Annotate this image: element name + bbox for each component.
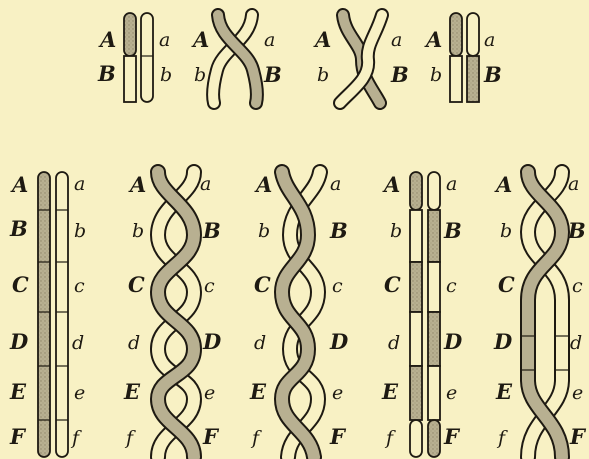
label-b: b <box>317 64 329 86</box>
label-left-6: f <box>124 427 136 449</box>
long-straight: A B C D E F a b c d e f <box>9 172 86 457</box>
label-right-5: e <box>74 382 85 404</box>
label-right-6: f <box>70 427 82 449</box>
bottom-row: A B C D E F a b c d e f <box>9 172 587 457</box>
label-left-6: F <box>9 424 27 449</box>
label-right-1: a <box>200 173 211 195</box>
label-b: b <box>160 64 172 86</box>
label-right-5: e <box>204 382 215 404</box>
label-a: a <box>484 29 495 51</box>
label-left-6: f <box>496 427 508 449</box>
label-left-5: E <box>381 379 399 404</box>
top-row: A a B b A a b B A <box>97 13 502 103</box>
label-left-1: A <box>494 172 512 197</box>
label-A: A <box>191 27 209 52</box>
pair-crossed: A a b B <box>191 15 282 103</box>
strand-light <box>141 13 153 102</box>
label-left-6: f <box>384 427 396 449</box>
label-left-5: E <box>9 379 27 404</box>
strand-shaded-upper <box>124 13 136 56</box>
label-right-5: e <box>446 382 457 404</box>
strand-light <box>56 172 68 457</box>
label-right-5: e <box>332 382 343 404</box>
label-left-4: d <box>388 332 400 354</box>
label-left-4: d <box>128 332 140 354</box>
label-left-2: b <box>132 220 144 242</box>
pair-separating: A a b B <box>313 15 409 103</box>
label-right-4: D <box>202 329 222 354</box>
label-right-4: D <box>329 329 349 354</box>
pair-straight: A a B b <box>97 13 172 102</box>
label-B: B <box>483 62 502 87</box>
label-right-1: a <box>568 173 579 195</box>
label-a: a <box>264 29 275 51</box>
label-B: B <box>390 62 409 87</box>
label-right-2: B <box>443 218 462 243</box>
label-right-6: F <box>443 424 461 449</box>
label-b: b <box>194 64 206 86</box>
long-separating: A b C d E f a B c D e F <box>249 172 349 457</box>
label-A: A <box>313 27 331 52</box>
label-right-4: d <box>72 332 84 354</box>
label-a: a <box>159 29 170 51</box>
label-left-1: A <box>254 172 272 197</box>
label-b: b <box>430 64 442 86</box>
long-twisted: A b C d E f a B c D e F <box>123 172 222 457</box>
label-right-2: b <box>74 220 86 242</box>
label-right-6: F <box>569 424 587 449</box>
strand-left-upper <box>450 13 462 56</box>
label-right-5: e <box>572 382 583 404</box>
label-left-2: b <box>390 220 402 242</box>
label-right-6: F <box>329 424 347 449</box>
label-left-2: B <box>9 216 28 241</box>
label-right-3: c <box>332 275 343 297</box>
label-left-3: C <box>12 272 29 297</box>
label-left-3: C <box>384 272 401 297</box>
long-double-cross: A b C D E f a B c d e F <box>493 172 587 457</box>
label-right-6: F <box>202 424 220 449</box>
label-right-4: D <box>443 329 463 354</box>
label-right-2: B <box>329 218 348 243</box>
label-left-3: C <box>498 272 515 297</box>
label-right-1: a <box>446 173 457 195</box>
label-left-4: d <box>254 332 266 354</box>
label-left-1: A <box>128 172 146 197</box>
label-right-3: c <box>204 275 215 297</box>
label-left-3: C <box>254 272 271 297</box>
label-left-1: A <box>382 172 400 197</box>
label-left-3: C <box>128 272 145 297</box>
label-left-4: D <box>493 329 513 354</box>
strand-right <box>428 172 440 457</box>
label-right-2: B <box>202 218 221 243</box>
label-right-3: c <box>74 275 85 297</box>
label-left-1: A <box>10 172 28 197</box>
label-right-1: a <box>74 173 85 195</box>
label-right-1: a <box>330 173 341 195</box>
label-right-4: d <box>570 332 582 354</box>
label-left-2: b <box>258 220 270 242</box>
label-left-5: E <box>495 379 513 404</box>
pair-recombined: A a b B <box>424 13 502 102</box>
label-right-3: c <box>446 275 457 297</box>
label-left-6: f <box>250 427 262 449</box>
label-left-2: b <box>500 220 512 242</box>
label-A: A <box>424 27 442 52</box>
label-left-5: E <box>123 379 141 404</box>
strand-shaded-lower <box>124 56 136 102</box>
long-recombined: A b C d E f a B c D e F <box>381 172 463 457</box>
label-left-5: E <box>249 379 267 404</box>
label-a: a <box>391 29 402 51</box>
strand-left <box>410 172 422 457</box>
strand-right-lower <box>467 56 479 102</box>
strand-shaded <box>38 172 50 457</box>
label-B: B <box>97 61 116 86</box>
label-left-4: D <box>9 329 29 354</box>
label-right-3: c <box>572 275 583 297</box>
strand-right-upper <box>467 13 479 56</box>
label-B: B <box>263 62 282 87</box>
label-A: A <box>98 27 116 52</box>
strand-left-lower <box>450 56 462 102</box>
